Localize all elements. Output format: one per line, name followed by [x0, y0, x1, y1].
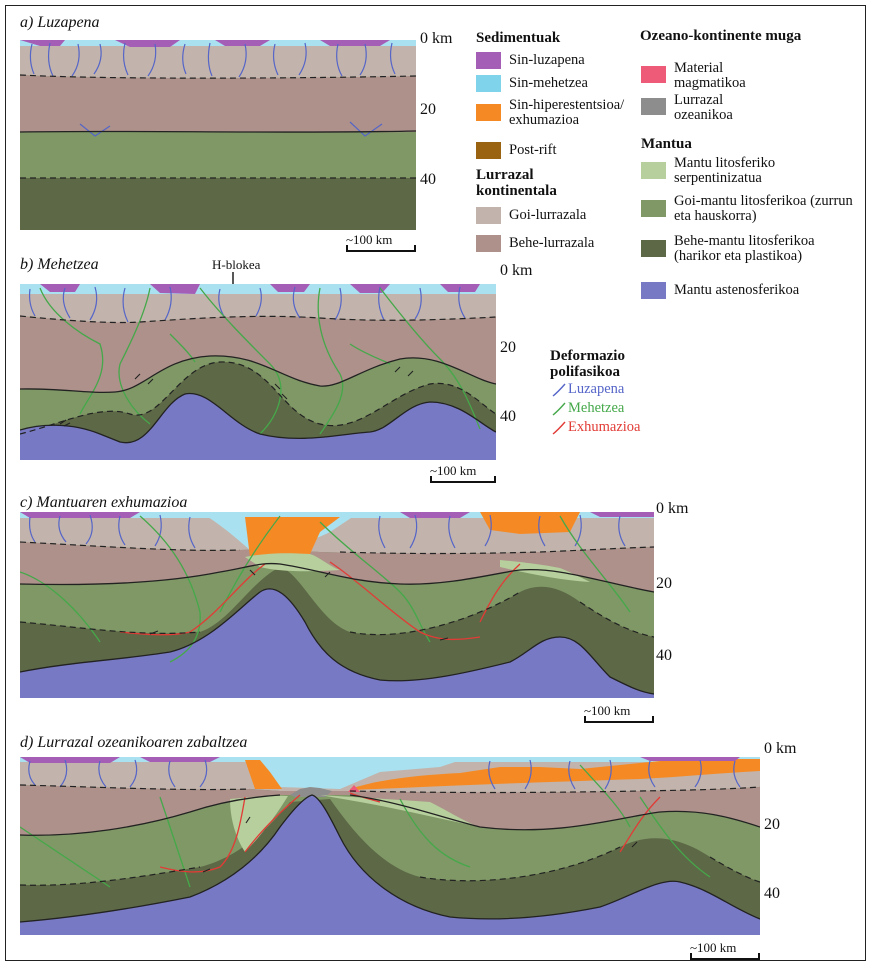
panel-c-depth-40: 40	[656, 647, 672, 664]
legend-label: Sin-luzapena	[509, 52, 585, 68]
panel-a-depth-40: 40	[420, 171, 436, 188]
legend-swatch	[641, 66, 666, 83]
panel-b-depth-40: 40	[500, 408, 516, 425]
legend-swatch	[641, 162, 666, 179]
panel-b-depth-20: 20	[500, 339, 516, 356]
panel-b-title: b) Mehetzea	[20, 256, 99, 273]
panel-b-section	[20, 284, 496, 460]
panel-a-section	[20, 40, 416, 230]
legend-swatch	[476, 207, 501, 224]
panel-a-depth-0: 0 km	[420, 30, 453, 47]
panel-b-scale-label: ~100 km	[430, 463, 477, 478]
legend-heading-lurrazal: Lurrazal kontinentala	[476, 167, 557, 199]
panel-a-depth-20: 20	[420, 101, 436, 118]
legend-swatch	[476, 52, 501, 69]
legend-label: Post-rift	[509, 142, 557, 158]
panel-d-depth-40: 40	[764, 885, 780, 902]
panel-c-scale-bar: ~100 km	[584, 703, 654, 723]
legend-label: Mehetzea	[568, 400, 625, 416]
fault-stroke	[552, 383, 566, 397]
legend-swatch	[641, 200, 666, 217]
legend-label: Goi-lurrazala	[509, 207, 587, 223]
legend-swatch	[641, 98, 666, 115]
fault-line-icon	[552, 421, 566, 435]
legend-label: Material magmatikoa	[674, 60, 746, 91]
panel-d-scale-label: ~100 km	[690, 940, 737, 955]
legend-swatch	[641, 240, 666, 257]
panel-d-section	[20, 757, 760, 935]
panel-c-scale-label: ~100 km	[584, 703, 631, 718]
panel-c-section	[20, 512, 654, 698]
panel-d-depth-0: 0 km	[764, 740, 797, 757]
fault-stroke	[552, 421, 566, 435]
legend-heading-mantua: Mantua	[641, 136, 692, 152]
legend-swatch	[641, 282, 666, 299]
legend-label: Behe-lurrazala	[509, 235, 595, 251]
legend-swatch	[476, 104, 501, 121]
panel-b-depth-0: 0 km	[500, 262, 533, 279]
legend-label: Luzapena	[568, 381, 625, 397]
legend-label: Sin-mehetzea	[509, 75, 588, 91]
panel-a-title: a) Luzapena	[20, 14, 100, 31]
panel-d-depth-20: 20	[764, 816, 780, 833]
legend-label: Mantu litosferiko serpentinizatua	[674, 155, 776, 186]
fault-line-icon	[552, 402, 566, 416]
legend-label: Exhumazioa	[568, 419, 641, 435]
panel-a-scale-label: ~100 km	[346, 232, 393, 247]
panel-d-title: d) Lurrazal ozeanikoaren zabaltzea	[20, 734, 248, 751]
panel-c-title: c) Mantuaren exhumazioa	[20, 494, 188, 511]
figure-frame	[5, 5, 866, 961]
legend-label: Mantu astenosferikoa	[674, 282, 800, 298]
legend-label: Goi-mantu litosferikoa (zurrun eta hausk…	[674, 193, 853, 224]
legend-label: Sin-hiperestentsioa/ exhumazioa	[509, 97, 625, 128]
panel-a-scale-bar: ~100 km	[346, 232, 416, 252]
legend-heading-ozeano: Ozeano-kontinente muga	[640, 28, 802, 44]
legend-swatch	[476, 235, 501, 252]
panel-c-depth-0: 0 km	[656, 500, 689, 517]
legend-swatch	[476, 142, 501, 159]
panel-d-scale-bar: ~100 km	[690, 940, 760, 960]
fault-stroke	[552, 402, 566, 416]
fault-line-icon	[552, 383, 566, 397]
legend-label: Lurrazal ozeanikoa	[674, 92, 733, 123]
legend-heading-sedimentuak: Sedimentuak	[476, 30, 561, 46]
panel-b-scale-bar: ~100 km	[430, 463, 496, 483]
h-blokea-label: H-blokea	[212, 257, 261, 272]
legend-swatch	[476, 75, 501, 92]
legend-heading-deformazioa: Deformazio polifasikoa	[550, 348, 625, 380]
panel-c-depth-20: 20	[656, 575, 672, 592]
legend-label: Behe-mantu litosferikoa (harikor eta pla…	[674, 233, 815, 264]
